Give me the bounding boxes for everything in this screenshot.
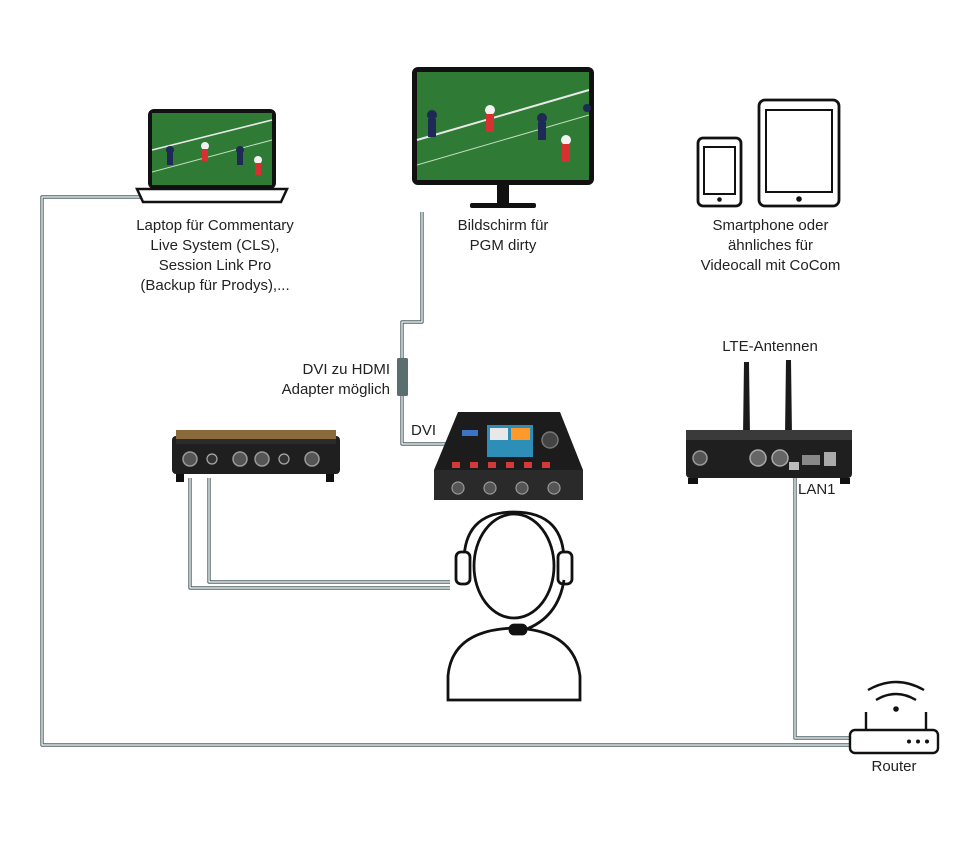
laptop-label-line-4: (Backup für Prodys),...	[140, 277, 290, 294]
monitor-label-line-1: Bildschirm für	[457, 217, 549, 234]
cable-lte-router	[793, 468, 850, 740]
mobile-label-line-3: Videocall mit CoCom	[700, 257, 841, 274]
laptop-icon	[135, 109, 289, 204]
monitor-label: Bildschirm für PGM dirty	[413, 216, 593, 256]
adapter-label-line-1: DVI zu HDMI	[302, 361, 390, 378]
mixer-recorder-icon	[434, 412, 583, 500]
mobile-label-line-2: ähnliches für	[727, 237, 814, 254]
router-icon	[848, 680, 940, 755]
laptop-label-line-2: Live System (CLS),	[150, 237, 280, 254]
laptop-label-line-1: Laptop für Commentary	[136, 217, 294, 234]
lte-antenna-left	[743, 362, 750, 436]
audio-interface-icon	[172, 430, 340, 482]
dvi-hdmi-adapter	[397, 358, 408, 396]
lan1-label: LAN1	[798, 481, 836, 498]
lte-antenna-right	[785, 360, 792, 436]
laptop-label: Laptop für Commentary Live System (CLS),…	[110, 216, 320, 296]
cables	[40, 195, 850, 747]
adapter-label: DVI zu HDMI Adapter möglich	[240, 360, 390, 400]
monitor-icon	[412, 67, 594, 208]
operator-headset-icon	[446, 510, 582, 702]
adapter-label-line-2: Adapter möglich	[281, 381, 390, 398]
cable-interface-headset-1	[188, 478, 450, 590]
router-label: Router	[871, 758, 917, 775]
laptop-label-line-3: Session Link Pro	[158, 257, 272, 274]
tablet-icon	[757, 98, 841, 208]
dvi-label: DVI	[411, 422, 437, 439]
mobile-label: Smartphone oder ähnliches für Videocall …	[678, 216, 863, 276]
smartphone-icon	[696, 136, 743, 208]
mobile-label-line-1: Smartphone oder	[712, 217, 829, 234]
lte-box-icon	[686, 430, 852, 484]
cable-interface-headset-2	[207, 478, 450, 584]
monitor-label-line-2: PGM dirty	[469, 237, 537, 254]
lte-label: LTE-Antennen	[722, 338, 818, 355]
